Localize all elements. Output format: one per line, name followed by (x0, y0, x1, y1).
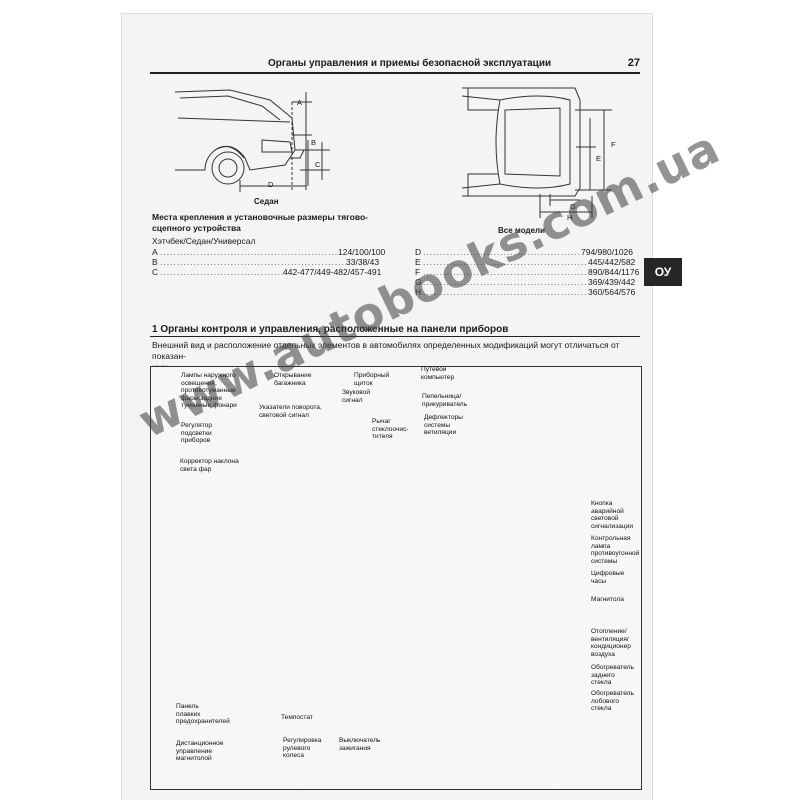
towing-row-a-key: A (152, 247, 158, 257)
label-steering-adjust: Регулировка рулевого колеса (283, 737, 322, 760)
towing-row-d-value: 794/980/1026 (581, 247, 633, 257)
dim-letter-a: A (297, 98, 303, 107)
label-dimmer: Регулятор подсветки приборов (181, 422, 213, 445)
dim-letter-e: E (596, 154, 602, 163)
label-fuse-panel: Панель плавких предохранителей (176, 703, 230, 726)
towing-row-f-key: F (415, 267, 421, 277)
dim-letter-c: C (315, 160, 321, 169)
dim-letter-h: H (567, 213, 573, 222)
label-headlamp-leveling: Корректор наклона света фар (180, 458, 239, 473)
dim-letter-g: G (570, 202, 576, 211)
towing-row-c-dots: ........................................… (160, 267, 369, 277)
towing-row-a-dots: ........................................… (160, 247, 369, 257)
section-tab: ОУ (644, 258, 682, 286)
dashboard-figure-frame (150, 366, 642, 790)
dim-letter-d: D (268, 180, 274, 189)
sedan-caption: Седан (254, 197, 279, 206)
towing-row-e-key: E (415, 257, 421, 267)
header-rule (150, 72, 640, 74)
dim-letter-b: B (311, 138, 317, 147)
towing-row-c-value: 442-477/449-482/457-491 (283, 267, 382, 277)
towing-row-h-key: H (415, 287, 422, 297)
label-hazard-button: Кнопка аварийной световой сигнализации (591, 500, 634, 530)
label-climate: Отопление/ вентиляция/ кондиционер возду… (591, 628, 631, 658)
dim-letter-f: F (611, 140, 616, 149)
page-header: Органы управления и приемы безопасной эк… (150, 57, 640, 72)
label-trip-computer: Путевой компьютер (421, 366, 455, 381)
label-ignition: Выключатель зажигания (339, 737, 381, 752)
towing-subtitle: Хэтчбек/Седан/Универсал (152, 236, 256, 246)
label-remote-radio: Дистанционное управление магнитолой (176, 740, 224, 763)
label-alarm-lamp: Контрольная лампа противоугонной системы (591, 535, 640, 565)
towing-row-e-dots: ........................................… (423, 257, 632, 267)
towing-title-line2: сцепного устройства (152, 223, 241, 233)
label-instrument-cluster: Приборный щиток (354, 372, 390, 387)
towing-row-e-value: 445/442/582 (588, 257, 636, 267)
towing-row-g-value: 369/439/442 (588, 277, 636, 287)
towing-row-h-dots: ........................................… (423, 287, 632, 297)
towing-row-b-key: B (152, 257, 158, 267)
label-rear-defrost: Обогреватель заднего стекла (591, 664, 634, 687)
towing-title-line1: Места крепления и установочные размеры т… (152, 212, 368, 222)
towing-row-c-key: C (152, 267, 159, 277)
label-ashtray: Пепельница/ прикуриватель (422, 393, 468, 408)
towing-row-g-dots: ........................................… (423, 277, 632, 287)
section-intro-line1: Внешний вид и расположение отдельных эле… (152, 340, 620, 361)
top-view-drawing (461, 87, 612, 218)
section-title: 1 Органы контроля и управления, располож… (152, 324, 509, 335)
all-models-caption: Все модели (498, 226, 546, 235)
towing-row-d-key: D (415, 247, 422, 257)
towing-row-a-value: 124/100/100 (338, 247, 386, 257)
label-wiper-lever: Рычаг стеклоочис- тителя (372, 418, 409, 441)
label-front-defrost: Обогреватель лобового стекла (591, 690, 634, 713)
label-turn-signals: Указатели поворота, световой сигнал (259, 404, 322, 419)
towing-row-g-key: G (415, 277, 422, 287)
page-number: 27 (627, 57, 640, 69)
towing-row-b-dots: ........................................… (160, 257, 369, 267)
towing-row-b-value: 33/38/43 (346, 257, 380, 267)
towing-row-d-dots: ........................................… (423, 247, 632, 257)
label-vents: Дефлекторы системы ветиляции (424, 414, 463, 437)
label-radio: Магнитола (591, 596, 624, 603)
towing-row-f-value: 890/844/1176 (588, 267, 640, 277)
label-cruise: Темпостат (281, 714, 313, 721)
page-header-title: Органы управления и приемы безопасной эк… (268, 58, 552, 69)
label-horn: Звуковой сигнал (342, 389, 371, 404)
section-rule (150, 336, 640, 337)
sedan-rear-drawing (174, 89, 330, 192)
towing-row-h-value: 360/564/576 (588, 287, 636, 297)
towing-row-f-dots: ........................................… (423, 267, 632, 277)
label-clock: Цифровые часы (591, 570, 625, 585)
label-trunk-release: Открывание багажника (274, 372, 312, 387)
label-lights-switch: Лампы наружного освещения, противотуманн… (181, 372, 237, 410)
